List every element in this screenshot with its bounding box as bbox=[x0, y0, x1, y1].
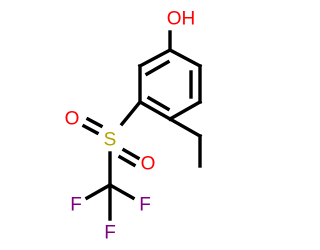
ring-double-bond-top-left bbox=[144, 59, 171, 77]
sulfur-label: S bbox=[104, 130, 117, 151]
fluorine-bottom-label: F bbox=[104, 223, 116, 244]
fluorine-right-label: F bbox=[139, 195, 151, 216]
hydroxyl-label: OH bbox=[167, 9, 196, 30]
ring-bond-bottom-right bbox=[167, 99, 203, 122]
fluorine-left-label: F bbox=[70, 195, 82, 216]
benzene-ring bbox=[137, 47, 203, 122]
ring-bond-bottom-left bbox=[137, 99, 173, 122]
bond-ring-sulfur bbox=[119, 99, 143, 127]
bond-ring-methyl bbox=[167, 116, 203, 139]
sulfonyl-oxygen-upper-label: O bbox=[65, 109, 80, 130]
ring-bond-top-right bbox=[167, 47, 203, 69]
chemical-structure-diagram: OH S O O F F F bbox=[65, 9, 203, 244]
sulfonyl-oxygen-lower-label: O bbox=[141, 154, 156, 175]
ring-double-bond-bottom bbox=[146, 95, 171, 112]
ring-bond-top-left bbox=[137, 47, 173, 69]
bond-carbon-fluorine-left bbox=[84, 182, 113, 201]
bond-carbon-fluorine-right bbox=[107, 182, 136, 201]
sulfonyl-lower-double-bond bbox=[117, 147, 141, 168]
sulfonyl-upper-double-bond bbox=[81, 116, 104, 136]
